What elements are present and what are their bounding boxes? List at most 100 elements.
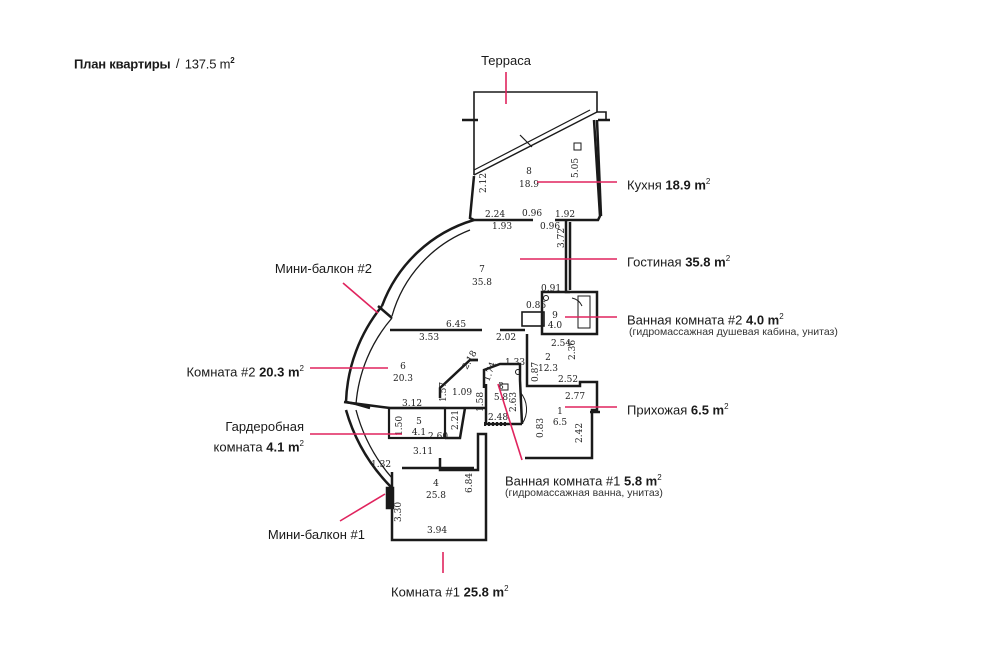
svg-text:25.8: 25.8 xyxy=(426,491,446,501)
room-num: 3 xyxy=(498,382,504,392)
dim-label: 0.96 xyxy=(540,222,560,232)
room-num: 9 xyxy=(552,311,558,321)
balcony1-name: Мини-балкон #1 xyxy=(267,527,365,542)
dim-label: 3.11 xyxy=(413,447,433,457)
label-kitchen: Кухня 18.9 m2 xyxy=(627,173,710,193)
svg-text:1.57: 1.57 xyxy=(439,382,449,402)
svg-text:3: 3 xyxy=(498,382,504,392)
dim-label: 3.30 xyxy=(394,502,404,522)
label-bath1: Ванная комната #1 5.8 m2 xyxy=(505,469,662,489)
dim-label: 3.12 xyxy=(402,399,422,409)
svg-text:2.21: 2.21 xyxy=(451,410,461,430)
bath1-name: Ванная комната #1 xyxy=(505,473,621,489)
bath2-note: (гидромассажная душевая кабина, унитаз) xyxy=(629,326,838,338)
living-name: Гостиная xyxy=(627,254,682,270)
dim-label: 2.42 xyxy=(575,423,585,443)
dim-label: 2.77 xyxy=(565,392,585,402)
svg-text:1.09: 1.09 xyxy=(452,388,472,398)
room1-area-sup: 2 xyxy=(504,584,509,593)
svg-text:0.87: 0.87 xyxy=(531,362,541,382)
svg-text:8: 8 xyxy=(526,167,532,177)
room-numbers: 8 18.9 7 35.8 9 4.0 2 12.3 1 6.5 3 5.8 6… xyxy=(393,167,567,501)
svg-text:2.48: 2.48 xyxy=(488,413,508,423)
svg-text:2.63: 2.63 xyxy=(509,392,519,412)
svg-text:7: 7 xyxy=(479,265,485,275)
svg-text:4: 4 xyxy=(433,479,439,489)
svg-text:2.42: 2.42 xyxy=(575,423,585,443)
bath2-name: Ванная комната #2 xyxy=(627,312,743,328)
label-hall: Прихожая 6.5 m2 xyxy=(627,398,729,418)
wardrobe-area: 4.1 m xyxy=(266,439,300,455)
label-bath2: Ванная комната #2 4.0 m2 xyxy=(627,308,784,328)
leader-lines xyxy=(310,72,617,573)
dim-label: 6.45 xyxy=(446,320,466,330)
dim-label: 6.84 xyxy=(465,473,475,493)
wardrobe-area-sup: 2 xyxy=(299,439,304,448)
hall-name: Прихожая xyxy=(627,402,688,418)
wardrobe-name-line1: Гардеробная xyxy=(225,419,304,434)
svg-text:12.3: 12.3 xyxy=(538,364,558,374)
label-room1: Комната #1 25.8 m2 xyxy=(391,580,509,600)
bath2-area-sup: 2 xyxy=(779,312,784,321)
svg-text:6.84: 6.84 xyxy=(465,473,475,493)
balcony2-name: Мини-балкон #2 xyxy=(274,261,372,276)
title-area: 137.5 m xyxy=(184,56,231,72)
svg-text:1.50: 1.50 xyxy=(395,416,405,436)
room-area: 5.8 xyxy=(494,393,509,403)
svg-text:5: 5 xyxy=(416,417,422,427)
room2-area-sup: 2 xyxy=(299,364,304,373)
svg-text:1.74: 1.74 xyxy=(482,361,498,384)
svg-text:3.30: 3.30 xyxy=(394,502,404,522)
dim-label: 0.87 xyxy=(531,362,541,382)
title-separator: / xyxy=(175,56,180,72)
svg-text:2.24: 2.24 xyxy=(485,210,505,220)
svg-text:2.52: 2.52 xyxy=(558,375,578,385)
svg-text:20.3: 20.3 xyxy=(393,374,413,384)
svg-text:4.1: 4.1 xyxy=(412,428,426,438)
room1-area: 25.8 m xyxy=(463,584,505,600)
dim-label: 2.24 xyxy=(485,210,505,220)
wardrobe-name2: комната xyxy=(213,439,263,455)
svg-text:1.93: 1.93 xyxy=(492,222,512,232)
svg-text:2.54: 2.54 xyxy=(551,339,571,349)
svg-text:3.12: 3.12 xyxy=(402,399,422,409)
room-num: 1 xyxy=(557,407,563,417)
svg-text:3.11: 3.11 xyxy=(413,447,433,457)
room-area: 12.3 xyxy=(538,364,558,374)
dim-label: 0.86 xyxy=(526,301,546,311)
room-area: 4.1 xyxy=(412,428,426,438)
svg-text:2.77: 2.77 xyxy=(565,392,585,402)
title-area-sup: 2 xyxy=(230,56,235,65)
dim-label: 1.33 xyxy=(505,358,525,368)
dim-label: 2.52 xyxy=(558,375,578,385)
dimension-labels: 2.12 5.05 2.24 0.96 1.92 1.93 0.96 3.72 … xyxy=(371,158,585,536)
dim-label: 2.60 xyxy=(428,432,448,442)
hall-area-sup: 2 xyxy=(724,402,729,411)
label-living: Гостиная 35.8 m2 xyxy=(627,250,730,270)
room-area: 4.0 xyxy=(548,321,563,331)
svg-text:4.0: 4.0 xyxy=(548,321,563,331)
kitchen-name: Кухня xyxy=(627,177,662,193)
room-area: 25.8 xyxy=(426,491,446,501)
room-num: 6 xyxy=(400,362,406,372)
svg-text:0.86: 0.86 xyxy=(526,301,546,311)
svg-text:9: 9 xyxy=(552,311,558,321)
bath1-note: (гидромассажная ванна, унитаз) xyxy=(505,487,663,499)
label-balcony1: Мини-балкон #1 xyxy=(210,526,365,543)
svg-text:3.94: 3.94 xyxy=(427,526,447,536)
dim-label: 1.74 xyxy=(482,361,498,384)
title-label: План квартиры xyxy=(74,56,171,72)
svg-text:1.32: 1.32 xyxy=(371,460,391,470)
room-num: 2 xyxy=(545,353,551,363)
dim-label: 2.54 xyxy=(551,339,571,349)
label-balcony2: Мини-балкон #2 xyxy=(220,260,372,277)
terrace-name: Терраса xyxy=(481,53,531,68)
svg-text:0.96: 0.96 xyxy=(540,222,560,232)
svg-text:6: 6 xyxy=(400,362,406,372)
svg-text:5.05: 5.05 xyxy=(571,158,581,178)
svg-text:1.92: 1.92 xyxy=(555,210,575,220)
svg-text:2.60: 2.60 xyxy=(428,432,448,442)
svg-text:1: 1 xyxy=(557,407,563,417)
bath2-area: 4.0 m xyxy=(746,312,780,328)
